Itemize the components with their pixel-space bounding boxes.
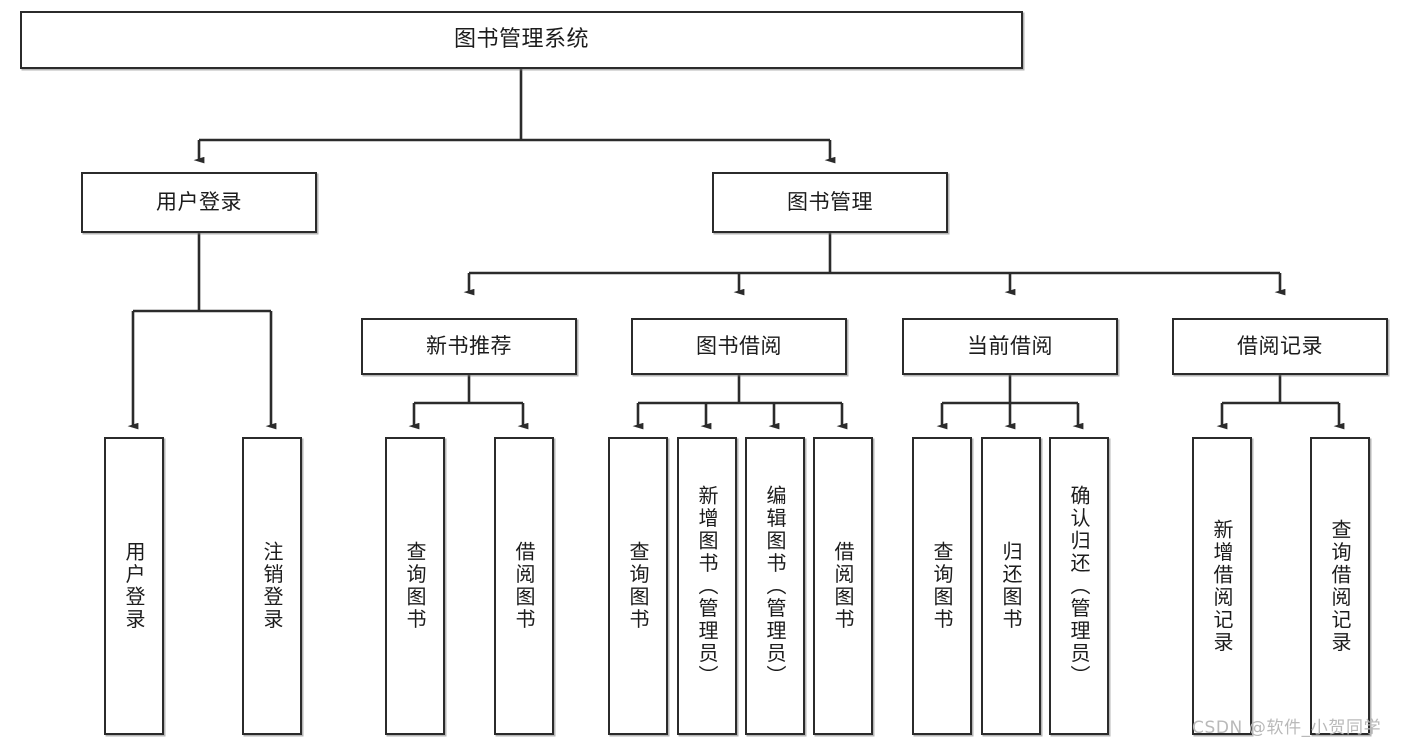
node-book-borrow[interactable]: 图书借阅 [631, 318, 847, 375]
node-label: 新增图书（管理员） [695, 484, 719, 688]
node-label: 编辑图书（管理员） [763, 484, 787, 688]
leaf-records-query-record[interactable]: 查询借阅记录 [1310, 437, 1370, 735]
node-label: 图书借阅 [696, 333, 782, 358]
leaf-current-return-book[interactable]: 归还图书 [981, 437, 1041, 735]
node-label: 用户登录 [156, 189, 242, 214]
node-label: 查询图书 [626, 541, 650, 631]
leaf-current-query-book[interactable]: 查询图书 [912, 437, 972, 735]
node-current-borrow[interactable]: 当前借阅 [902, 318, 1118, 375]
node-label: 归还图书 [999, 541, 1023, 631]
node-label: 图书管理系统 [453, 26, 589, 52]
node-label: 查询图书 [930, 541, 954, 631]
node-label: 确认归还（管理员） [1067, 484, 1091, 688]
node-label: 借阅图书 [512, 541, 536, 631]
node-borrow-records[interactable]: 借阅记录 [1172, 318, 1388, 375]
node-label: 新书推荐 [426, 333, 512, 358]
node-new-book-recommend[interactable]: 新书推荐 [361, 318, 577, 375]
leaf-user-login-login[interactable]: 用户登录 [104, 437, 164, 735]
node-label: 借阅图书 [831, 541, 855, 631]
leaf-borrow-query-book[interactable]: 查询图书 [608, 437, 668, 735]
leaf-records-add-record[interactable]: 新增借阅记录 [1192, 437, 1252, 735]
leaf-borrow-borrow-book[interactable]: 借阅图书 [813, 437, 873, 735]
leaf-current-confirm-return-admin[interactable]: 确认归还（管理员） [1049, 437, 1109, 735]
node-book-management[interactable]: 图书管理 [712, 172, 948, 233]
node-label: 查询借阅记录 [1328, 518, 1352, 654]
node-label: 当前借阅 [967, 333, 1053, 358]
leaf-new-book-borrow[interactable]: 借阅图书 [494, 437, 554, 735]
node-label: 借阅记录 [1237, 333, 1323, 358]
leaf-borrow-edit-book-admin[interactable]: 编辑图书（管理员） [745, 437, 805, 735]
node-label: 新增借阅记录 [1210, 518, 1234, 654]
node-user-login[interactable]: 用户登录 [81, 172, 317, 233]
csdn-watermark: CSDN @软件_小贺同学 [1192, 718, 1382, 738]
leaf-borrow-add-book-admin[interactable]: 新增图书（管理员） [677, 437, 737, 735]
node-root-system[interactable]: 图书管理系统 [20, 11, 1023, 69]
leaf-user-login-logout[interactable]: 注销登录 [242, 437, 302, 735]
node-label: 图书管理 [787, 189, 873, 214]
node-label: 用户登录 [122, 541, 146, 631]
node-label: 查询图书 [403, 541, 427, 631]
node-label: 注销登录 [260, 541, 284, 631]
leaf-new-book-query[interactable]: 查询图书 [385, 437, 445, 735]
